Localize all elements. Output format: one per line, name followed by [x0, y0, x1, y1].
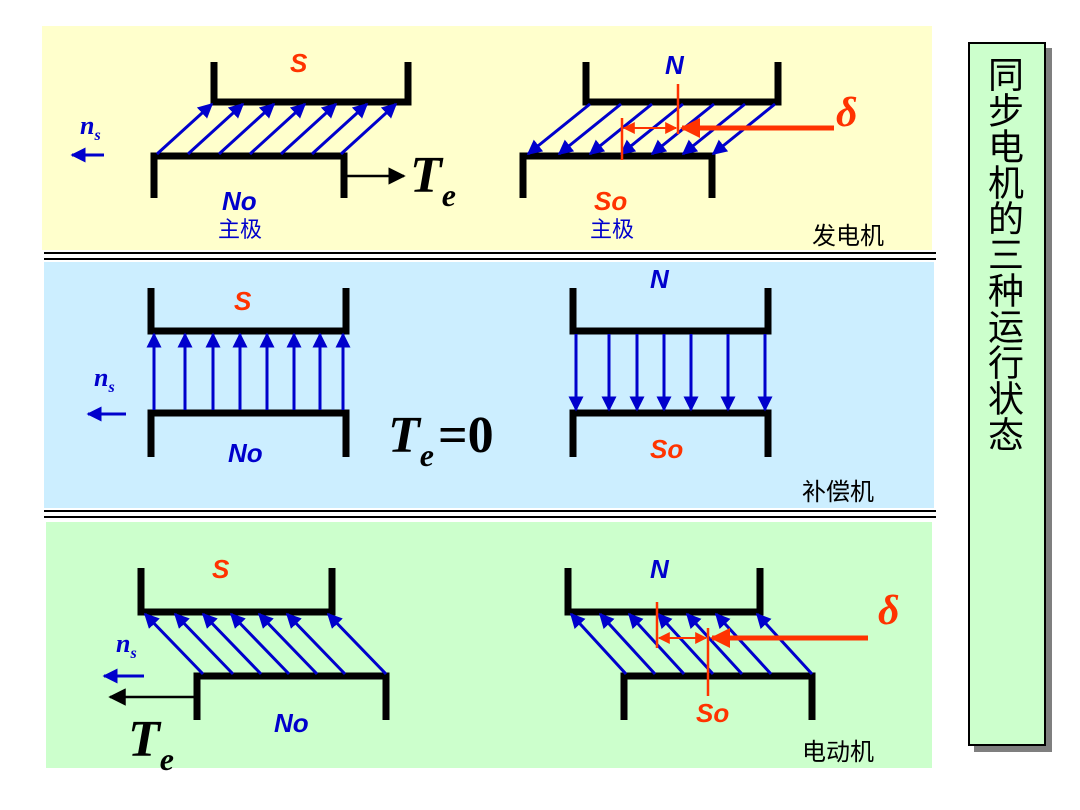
compensator-left-machine: S No ns — [86, 286, 351, 468]
torque-arrow: Te — [344, 147, 456, 213]
rotor-pole — [620, 672, 816, 720]
slide-title: 同步电机的三种运行状态 — [982, 56, 1023, 452]
torque-subscript: e — [420, 437, 434, 473]
stator-pole-label: S — [234, 286, 252, 316]
svg-text:Te: Te — [128, 711, 174, 777]
stator-pole — [147, 288, 350, 335]
rotor-pole-label: No — [274, 708, 309, 738]
rotor-pole — [147, 409, 350, 457]
motor-panel: S No ns Te — [46, 522, 932, 777]
torque-arrow: Te — [108, 688, 194, 777]
stator-pole — [582, 62, 782, 106]
rotor-pole-label: So — [594, 186, 627, 216]
rotor-pole — [193, 672, 390, 720]
rotor-pole-label: So — [650, 434, 683, 464]
rotor-caption: 主极 — [590, 218, 634, 243]
speed-symbol: n — [80, 111, 94, 140]
torque-symbol: T — [128, 711, 162, 768]
flux-lines — [143, 612, 388, 676]
stator-pole — [210, 62, 412, 106]
motor-background — [46, 522, 932, 768]
stator-pole-label: N — [650, 554, 670, 584]
motor-left-machine: S No ns Te — [102, 554, 390, 777]
rotor-pole-label: No — [228, 438, 263, 468]
svg-text:ns: ns — [116, 629, 137, 662]
load-angle-symbol: δ — [836, 90, 858, 136]
torque-value: =0 — [438, 407, 494, 464]
stator-pole — [569, 288, 772, 335]
compensator-panel: S No ns Te=0 N So — [44, 262, 934, 508]
generator-mode-label: 发电机 — [812, 222, 884, 250]
generator-panel: S No 主极 ns Te — [42, 26, 932, 250]
torque-symbol: T — [388, 407, 422, 464]
speed-arrow: ns — [102, 629, 144, 684]
rotor-pole — [519, 152, 716, 198]
divider — [44, 252, 936, 260]
rotor-pole-label: So — [696, 698, 729, 728]
speed-arrow: ns — [70, 111, 104, 163]
svg-text:ns: ns — [94, 363, 115, 396]
torque-symbol: T — [410, 147, 444, 204]
speed-symbol: n — [94, 363, 108, 392]
generator-background — [42, 26, 932, 250]
stator-pole-label: N — [650, 264, 670, 294]
speed-symbol: n — [116, 629, 130, 658]
torque-subscript: e — [442, 177, 456, 213]
generator-right-machine: δ N So 主极 — [519, 50, 858, 243]
svg-text:ns: ns — [80, 111, 101, 144]
compensator-mode-label: 补偿机 — [802, 478, 874, 506]
svg-text:Te: Te — [410, 147, 456, 213]
divider — [44, 510, 936, 518]
torque-subscript: e — [160, 741, 174, 777]
load-angle-marker: δ — [655, 588, 900, 696]
speed-subscript: s — [93, 127, 100, 144]
motor-right-machine: δ N So — [564, 554, 900, 728]
rotor-caption: 主极 — [218, 218, 262, 243]
speed-arrow: ns — [86, 363, 126, 422]
flux-lines — [146, 332, 351, 410]
flux-lines — [155, 102, 398, 156]
stator-pole — [564, 568, 764, 616]
stator-pole-label: N — [665, 50, 685, 80]
stator-pole-label: S — [290, 48, 308, 78]
load-angle-symbol: δ — [878, 588, 900, 634]
generator-left-machine: S No 主极 ns Te — [70, 48, 456, 243]
rotor-pole — [569, 409, 772, 457]
motor-mode-label: 电动机 — [802, 738, 874, 766]
flux-lines — [568, 334, 773, 412]
stator-pole — [137, 568, 336, 616]
compensator-right-machine: N So — [568, 264, 773, 464]
torque-zero-label: Te=0 — [388, 407, 494, 473]
speed-subscript: s — [129, 645, 136, 662]
svg-text:Te=0: Te=0 — [388, 407, 494, 473]
speed-subscript: s — [107, 379, 114, 396]
title-box: 同步电机的三种运行状态 — [968, 42, 1046, 746]
load-angle-marker: δ — [620, 84, 858, 160]
compensator-background — [44, 262, 934, 508]
stator-pole-label: S — [212, 554, 230, 584]
rotor-pole-label: No — [222, 186, 257, 216]
